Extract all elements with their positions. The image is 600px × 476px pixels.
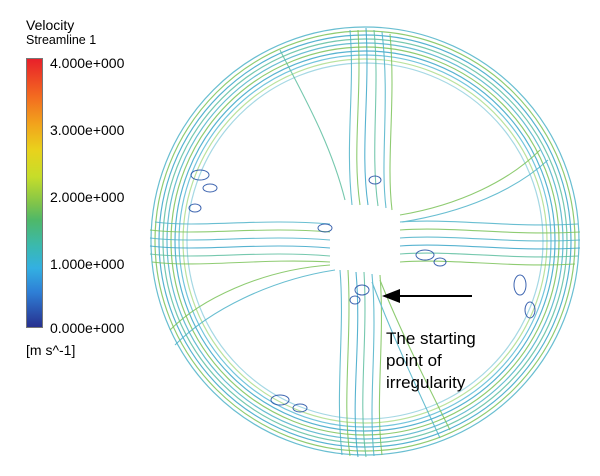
annotation-line-2: point of	[386, 351, 442, 370]
annotation-line-1: The starting	[386, 329, 476, 348]
legend-subtitle: Streamline 1	[26, 33, 97, 47]
annotation-arrow	[382, 289, 472, 303]
annotation-text: The starting point of irregularity	[386, 328, 516, 394]
legend-tick-max: 4.000e+000	[50, 55, 125, 71]
legend-title: Velocity	[26, 17, 75, 33]
center-hub	[338, 212, 394, 268]
legend-tick-1: 1.000e+000	[50, 256, 125, 272]
vortex-loops	[188, 169, 536, 413]
annotation-line-3: irregularity	[386, 373, 466, 392]
legend-tick-3: 3.000e+000	[50, 122, 125, 138]
legend-units: [m s^-1]	[26, 342, 76, 358]
arm-streamlines	[149, 27, 581, 458]
color-scale-bar	[26, 58, 43, 328]
legend-tick-min: 0.000e+000	[50, 320, 125, 336]
legend-tick-2: 2.000e+000	[50, 189, 125, 205]
